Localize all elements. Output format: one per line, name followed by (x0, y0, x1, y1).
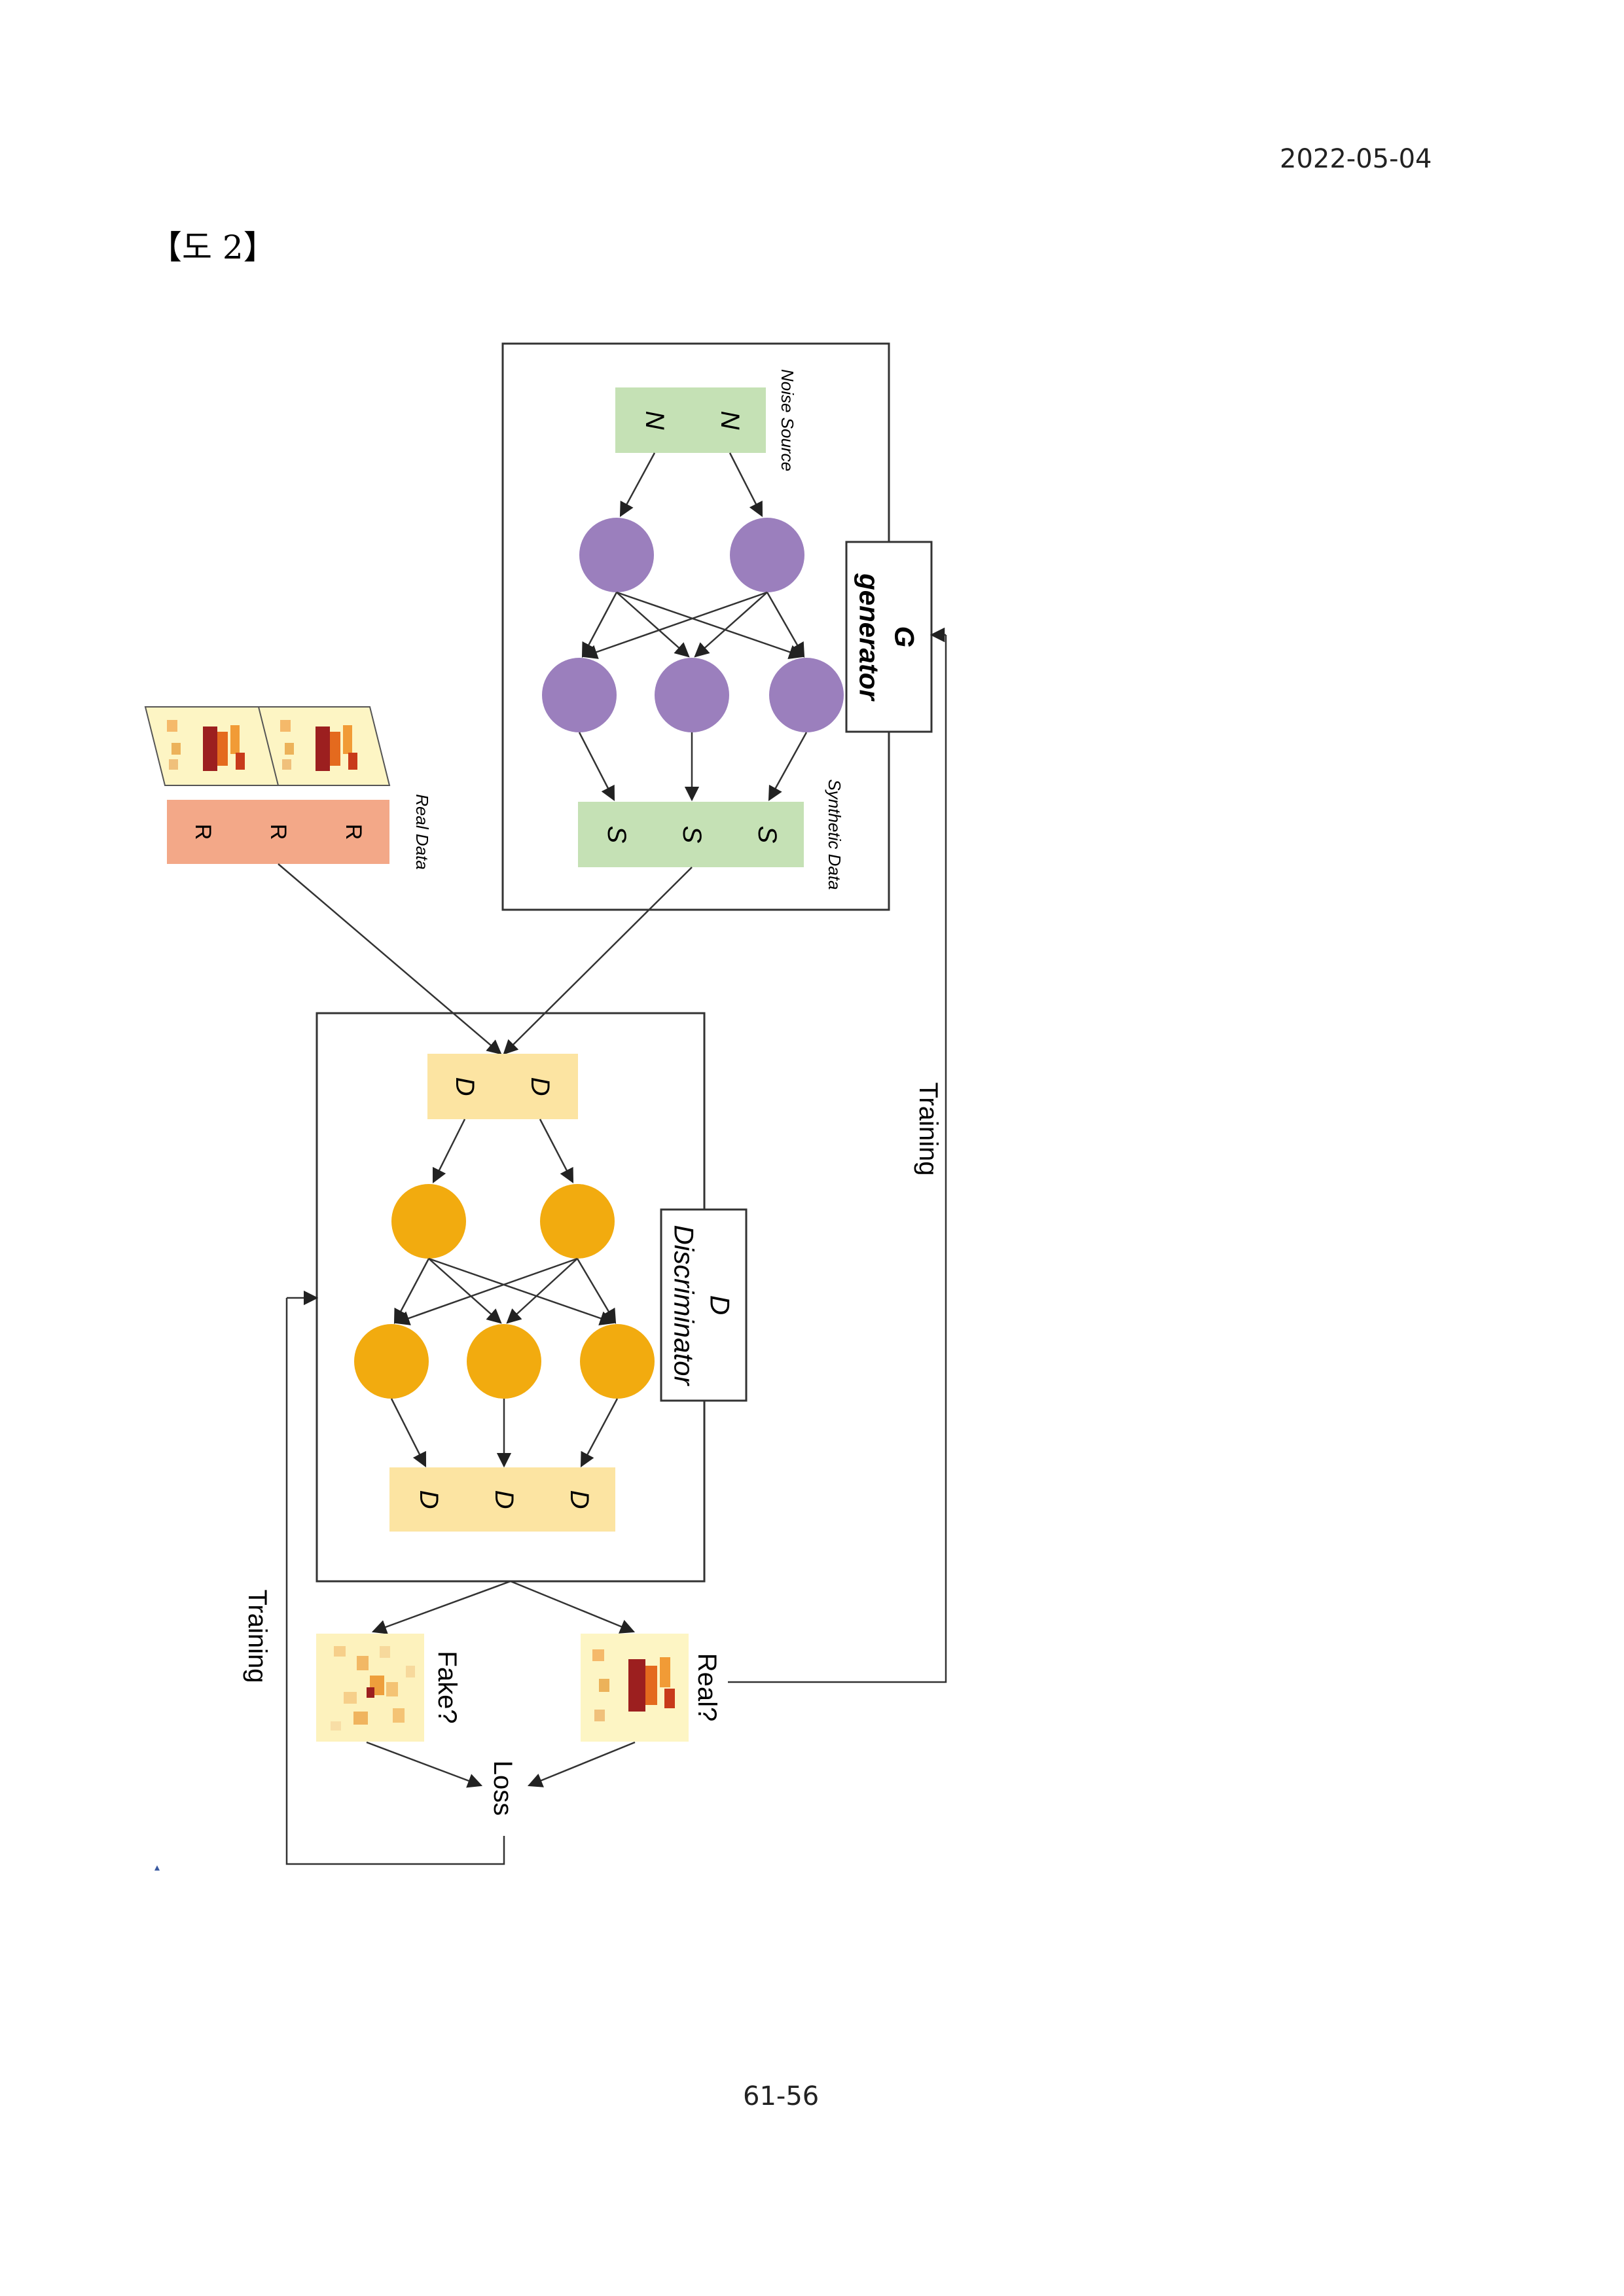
synthetic-node-2: S (677, 826, 706, 844)
gen-training-label: Training (914, 1082, 943, 1175)
synthetic-node-3: S (753, 826, 782, 844)
disc-output-node-1-label: D (414, 1490, 443, 1509)
gen-training-loop (728, 627, 947, 1683)
real-node-2: R (266, 824, 291, 840)
disc-input-node-2: D (526, 1077, 554, 1096)
synthetic-data-label: Synthetic Data (825, 779, 844, 889)
real-sample-image-output (581, 1634, 689, 1742)
fake-label: Fake? (433, 1651, 461, 1723)
generator-output-node-1 (542, 658, 617, 732)
synthetic-node-1: S (602, 826, 631, 844)
real-sample-image-2 (257, 706, 391, 786)
real-data-box (167, 800, 389, 864)
disc-hidden-node-2 (540, 1184, 615, 1259)
header-date: 2022-05-04 (1280, 144, 1432, 174)
noise-node-2: N (715, 411, 744, 430)
disc-output-node-1 (354, 1324, 429, 1399)
real-label: Real? (693, 1653, 721, 1722)
real-node-3: R (341, 824, 366, 840)
disc-output-box (389, 1467, 615, 1532)
discriminator-label-box (660, 1208, 748, 1402)
fake-sample-image (316, 1634, 424, 1742)
discriminator-name: Discriminator (669, 1225, 700, 1386)
figure-label: 【도 2】 (149, 228, 276, 266)
generator-connections (578, 452, 808, 802)
generator-output-node-3 (769, 658, 844, 732)
disc-training-loop (285, 1290, 505, 1865)
generator-hidden-node-2 (730, 518, 804, 592)
discriminator-letter: D (705, 1295, 736, 1315)
noise-node-1: N (640, 411, 669, 430)
discriminator-connections (390, 1119, 619, 1468)
loss-label: Loss (488, 1761, 517, 1816)
disc-output-node-2-label: D (490, 1490, 518, 1509)
disc-output-node-3-label: D (565, 1490, 594, 1509)
generator-name: generator (854, 573, 885, 702)
generator-letter: G (890, 626, 920, 648)
page-number: 61-56 (743, 2081, 820, 2111)
disc-input-box (427, 1054, 578, 1119)
synthetic-data-box (578, 802, 804, 867)
small-mark (154, 1865, 160, 1871)
real-node-1: R (190, 824, 215, 840)
output-arrows (366, 1580, 636, 1788)
noise-source-box (615, 387, 766, 453)
input-arrows (278, 863, 693, 1055)
disc-output-node-3 (580, 1324, 655, 1399)
noise-source-label: Noise Source (778, 369, 797, 471)
generator-hidden-node-1 (579, 518, 654, 592)
disc-input-node-1: D (450, 1077, 479, 1096)
real-data-label: Real Data (412, 794, 432, 870)
disc-hidden-node-1 (391, 1184, 466, 1259)
disc-output-node-2 (467, 1324, 541, 1399)
generator-output-node-2 (655, 658, 729, 732)
disc-training-label: Training (243, 1589, 272, 1683)
real-sample-image-1 (144, 706, 284, 786)
